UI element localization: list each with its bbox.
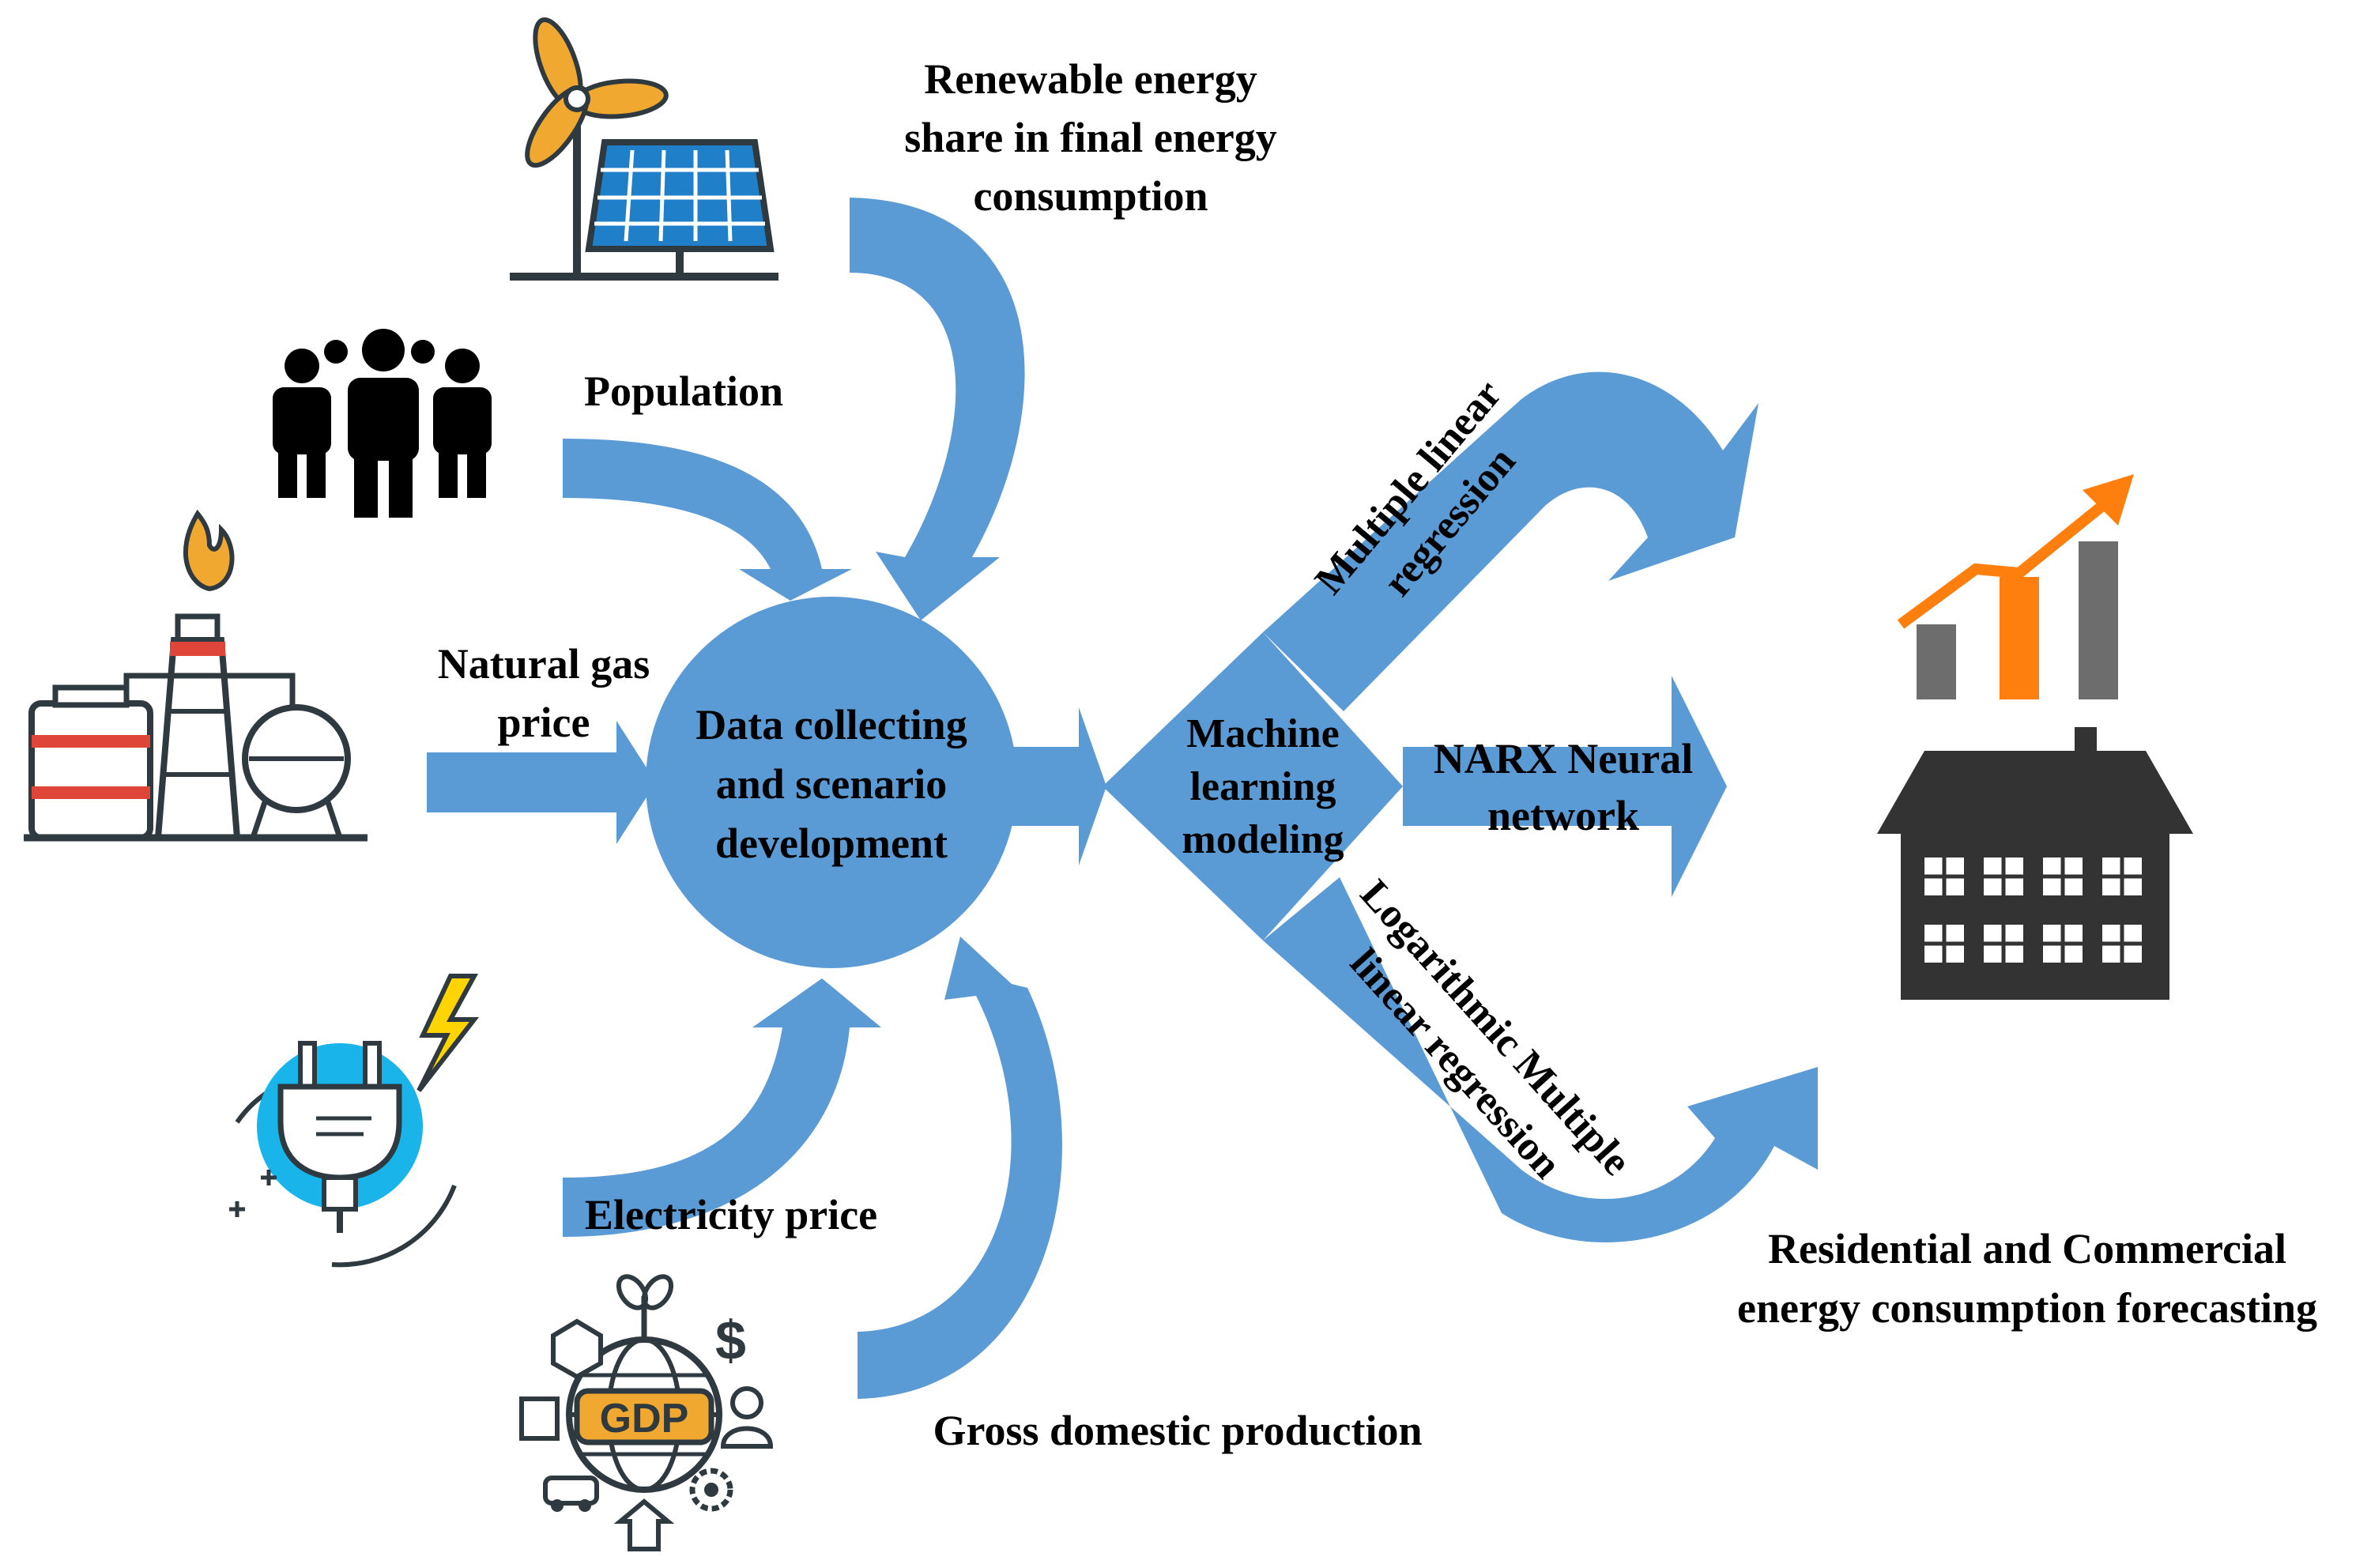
- natural-gas-label-line-2: price: [498, 699, 590, 746]
- narx-label-line-2: network: [1487, 792, 1639, 839]
- hub-label-line-2: and scenario: [716, 760, 948, 808]
- hub-label-line-3: development: [715, 820, 948, 867]
- population-arrow: [563, 439, 852, 601]
- gas-factory-icon: [24, 509, 368, 842]
- natural-gas-arrow: [427, 721, 656, 844]
- input-arrows: [427, 198, 1106, 1399]
- ml-label-line-3: modeling: [1182, 817, 1344, 862]
- output-label-line-1: Residential and Commercial: [1768, 1225, 2286, 1272]
- electric-plug-icon: [229, 974, 480, 1268]
- ml-label-line-1: Machine: [1186, 711, 1340, 756]
- people-icon: [273, 329, 492, 518]
- hub-label: Data collecting and scenario development: [695, 701, 967, 867]
- gdp-globe-icon: GDP $: [519, 1274, 774, 1551]
- hub-circle: [646, 597, 1017, 968]
- narx-label: NARX Neural network: [1434, 735, 1693, 839]
- electricity-arrow: [563, 978, 881, 1237]
- narx-label-line-1: NARX Neural: [1434, 735, 1693, 782]
- wind-turbine-solar-icon: [510, 17, 778, 281]
- narx-arrow: [1403, 676, 1727, 897]
- population-label: Population: [584, 368, 783, 415]
- method-arrows: [1263, 371, 1818, 1242]
- ml-diamond: [1103, 632, 1403, 940]
- lmlr-arrow: [1263, 877, 1818, 1242]
- renewable-arrow: [850, 198, 1025, 620]
- ml-label-line-2: learning: [1190, 764, 1336, 809]
- svg-text:$: $: [715, 1310, 746, 1371]
- renewable-label-line-1: Renewable energy: [924, 55, 1257, 103]
- renewable-label: Renewable energy share in final energy c…: [904, 55, 1277, 220]
- mlr-arrow: [1263, 371, 1758, 711]
- output-label: Residential and Commercial energy consum…: [1737, 1225, 2317, 1332]
- hub-label-line-1: Data collecting: [695, 701, 967, 748]
- electricity-label: Electricity price: [585, 1191, 877, 1238]
- renewable-label-line-3: consumption: [973, 172, 1208, 220]
- gdp-icon-text: GDP: [600, 1396, 689, 1442]
- natural-gas-label-line-1: Natural gas: [438, 640, 650, 688]
- house-chart-icon: [1877, 474, 2193, 1000]
- output-label-line-2: energy consumption forecasting: [1737, 1284, 2317, 1332]
- hub-to-ml-arrow: [1010, 707, 1106, 865]
- gdp-arrow: [858, 937, 1062, 1399]
- gdp-label: Gross domestic production: [933, 1407, 1422, 1454]
- natural-gas-label: Natural gas price: [438, 640, 650, 746]
- ml-label: Machine learning modeling: [1182, 711, 1344, 862]
- renewable-label-line-2: share in final energy: [904, 114, 1277, 161]
